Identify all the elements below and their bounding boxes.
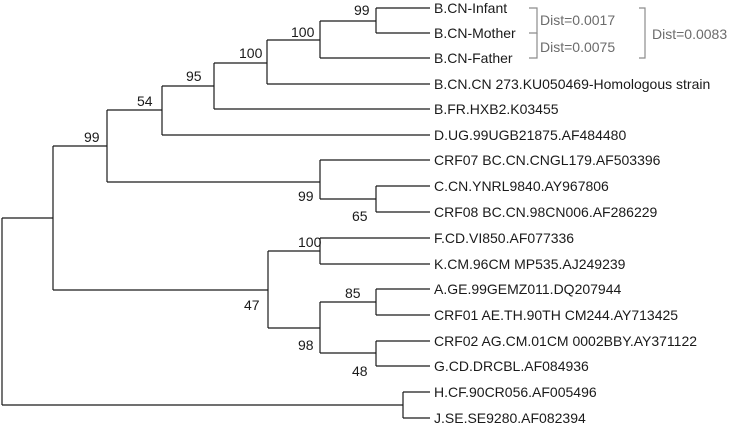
support-value: 95 (186, 68, 202, 84)
bracket-mother-father (529, 33, 538, 59)
taxon-labels: B.CN-Infant B.CN-Mother B.CN-Father B.CN… (434, 0, 710, 426)
support-value: 85 (345, 285, 361, 301)
taxon-label: C.CN.YNRL9840.AY967806 (434, 178, 609, 194)
distance-label-infant-mother: Dist=0.0017 (540, 12, 615, 28)
distance-labels: Dist=0.0017 Dist=0.0075 Dist=0.0083 (540, 12, 727, 55)
support-value: 98 (298, 337, 314, 353)
support-value: 48 (352, 363, 368, 379)
taxon-label: B.CN-Infant (434, 0, 507, 16)
support-value: 99 (354, 2, 370, 18)
taxon-label: F.CD.VI850.AF077336 (434, 230, 574, 246)
support-value: 99 (298, 188, 314, 204)
taxon-label: G.CD.DRCBL.AF084936 (434, 358, 589, 374)
support-value: 54 (137, 93, 153, 109)
taxon-label: J.SE.SE9280.AF082394 (434, 410, 586, 426)
taxon-label: B.FR.HXB2.K03455 (434, 101, 559, 117)
taxon-label: CRF08 BC.CN.98CN006.AF286229 (434, 204, 658, 220)
taxon-label: B.CN.CN 273.KU050469-Homologous strain (434, 76, 710, 92)
support-value: 99 (84, 129, 100, 145)
taxon-label: B.CN-Mother (434, 25, 516, 41)
taxon-label: CRF01 AE.TH.90TH CM244.AY713425 (434, 307, 678, 323)
taxon-label: A.GE.99GEMZ011.DQ207944 (434, 281, 621, 297)
bracket-infant-father (639, 7, 646, 59)
taxon-label: CRF02 AG.CM.01CM 0002BBY.AY371122 (434, 333, 697, 349)
support-value: 100 (239, 45, 263, 61)
branches (1, 7, 430, 419)
taxon-label: B.CN-Father (434, 50, 513, 66)
taxon-label: D.UG.99UGB21875.AF484480 (434, 127, 626, 143)
support-value: 100 (298, 234, 322, 250)
taxon-label: K.CM.96CM MP535.AJ249239 (434, 256, 626, 272)
distance-brackets (529, 7, 646, 59)
support-value: 47 (244, 297, 260, 313)
taxon-label: CRF07 BC.CN.CNGL179.AF503396 (434, 152, 661, 168)
taxon-label: H.CF.90CR056.AF005496 (434, 384, 597, 400)
support-value: 100 (291, 24, 315, 40)
distance-label-mother-father: Dist=0.0075 (540, 39, 615, 55)
support-values: 99 100 100 95 54 99 99 65 100 85 98 48 4… (84, 2, 370, 379)
distance-label-infant-father: Dist=0.0083 (652, 26, 727, 42)
support-value: 65 (352, 208, 368, 224)
bracket-infant-mother (529, 7, 538, 34)
